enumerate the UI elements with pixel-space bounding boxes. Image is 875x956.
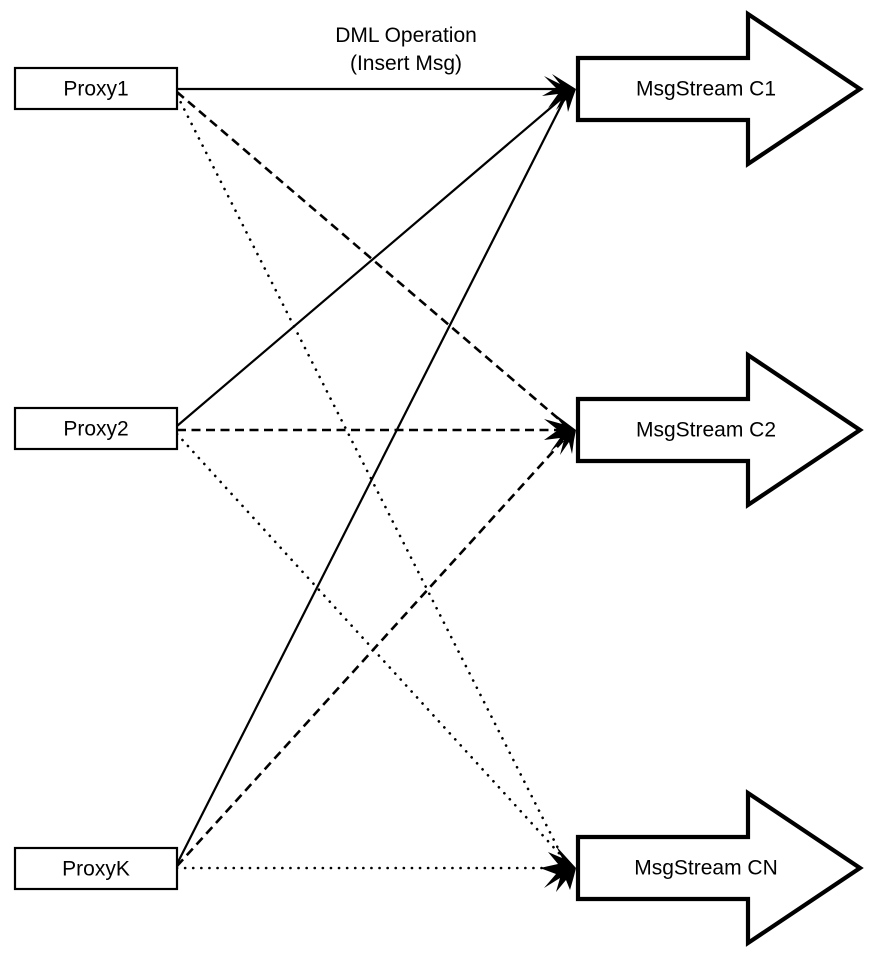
msgstream-c1-label: MsgStream C1 <box>636 78 776 101</box>
proxy1-box[interactable] <box>13 66 179 111</box>
proxy-node-proxy1[interactable]: Proxy1 <box>13 66 179 111</box>
msgstream-cn-label: MsgStream CN <box>634 857 778 880</box>
proxy-nodes: Proxy1 Proxy2 ProxyK <box>13 66 179 891</box>
connector-layer <box>175 87 572 870</box>
proxy2-label: Proxy2 <box>63 418 128 441</box>
arrowhead-c1-icon <box>542 74 576 112</box>
stream-node-cn[interactable]: MsgStream CN <box>575 789 864 947</box>
link-proxyk-to-c1[interactable] <box>176 95 567 865</box>
msgstream-cn-arrow-icon[interactable] <box>575 789 864 947</box>
proxyk-label: ProxyK <box>62 858 130 881</box>
arrowhead-cn-icon <box>540 846 576 892</box>
link-proxyk-to-c2[interactable] <box>176 434 569 867</box>
stream-node-c2[interactable]: MsgStream C2 <box>575 351 864 509</box>
edge-label-dml-operation: DML Operation (Insert Msg) <box>335 24 477 75</box>
proxy2-box[interactable] <box>13 406 179 451</box>
link-proxy2-to-c1[interactable] <box>176 92 569 427</box>
arrowhead-c2-icon <box>544 412 576 455</box>
link-proxy2-to-cn[interactable] <box>175 432 569 864</box>
edge-label-line2: (Insert Msg) <box>350 52 462 75</box>
msgstream-c2-arrow-icon[interactable] <box>575 351 864 509</box>
msgstream-c1-arrow-icon[interactable] <box>575 10 864 168</box>
stream-nodes: MsgStream C1 MsgStream C2 MsgStream CN <box>575 10 864 947</box>
proxy-node-proxy2[interactable]: Proxy2 <box>13 406 179 451</box>
link-proxy1-to-c2[interactable] <box>176 91 569 428</box>
stream-node-c1[interactable]: MsgStream C1 <box>575 10 864 168</box>
proxy1-label: Proxy1 <box>63 78 128 101</box>
arrowhead-layer <box>540 74 576 892</box>
proxy-node-proxyk[interactable]: ProxyK <box>13 846 179 891</box>
edge-label-line1: DML Operation <box>335 24 477 47</box>
proxyk-box[interactable] <box>13 846 179 891</box>
msgstream-c2-label: MsgStream C2 <box>636 419 776 442</box>
